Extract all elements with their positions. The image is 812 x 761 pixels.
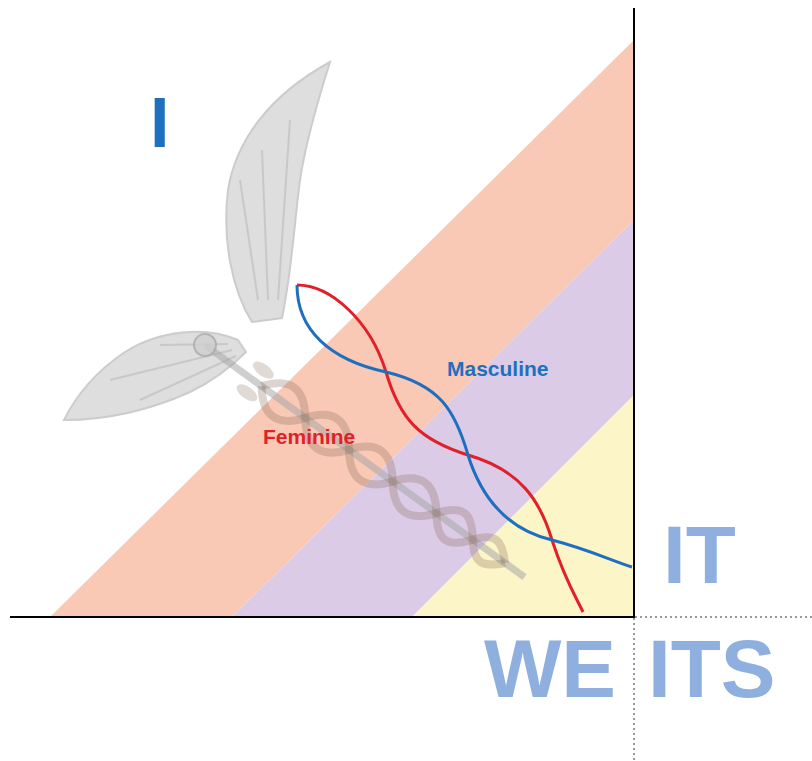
horizontal-axis xyxy=(10,616,634,618)
snake-head xyxy=(250,358,276,382)
caduceus-watermark xyxy=(64,62,536,593)
vertical-axis xyxy=(633,8,635,618)
curve-label: Masculine xyxy=(447,358,549,379)
wing xyxy=(226,62,330,322)
wing xyxy=(64,332,246,420)
quadrant-label: ITS xyxy=(648,628,776,710)
purple-band xyxy=(232,220,634,617)
staff-knob xyxy=(190,330,221,361)
salmon-band xyxy=(50,40,634,617)
dotted-divider xyxy=(633,618,635,761)
feminine-curve xyxy=(297,285,583,612)
wing-feathers xyxy=(240,120,290,300)
dotted-divider xyxy=(635,616,812,618)
quadrant-label: WE xyxy=(484,628,616,710)
curve-label: Feminine xyxy=(263,426,355,447)
yellow-band xyxy=(412,395,634,617)
quadrant-label: IT xyxy=(663,514,736,596)
snake-head xyxy=(234,381,260,405)
quadrant-label: I xyxy=(150,88,169,158)
staff xyxy=(205,345,525,577)
